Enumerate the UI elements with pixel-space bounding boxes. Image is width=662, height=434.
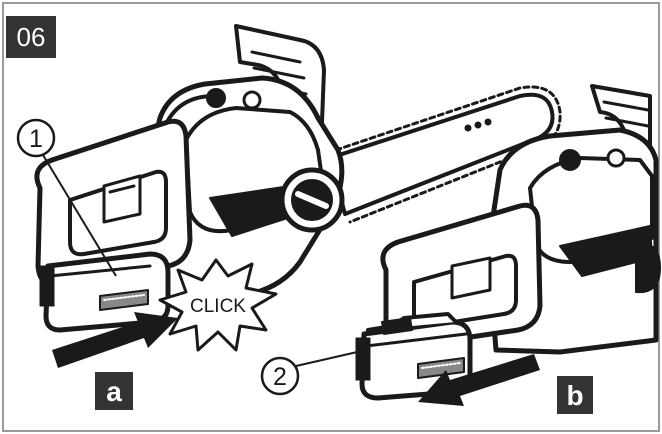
callout-2: 2: [260, 356, 300, 396]
chainsaw-a-illustration: [34, 24, 562, 333]
callout-1-leader: [39, 149, 117, 277]
step-number-badge: 06: [6, 16, 56, 58]
panel-label-b: b: [557, 376, 593, 414]
callout-1: 1: [16, 118, 56, 158]
callout-2-number: 2: [273, 363, 287, 391]
panel-label-a-text: a: [106, 376, 122, 407]
callout-2-leader: [295, 349, 367, 367]
callout-1-number: 1: [29, 125, 43, 153]
step-number: 06: [17, 22, 46, 52]
arrow-insert-icon: [52, 312, 178, 368]
saw-body: [137, 75, 345, 303]
click-burst: CLICK: [158, 258, 278, 352]
click-text: CLICK: [190, 296, 246, 317]
panel-label-b-text: b: [566, 380, 583, 411]
arrow-remove-icon: [418, 354, 540, 406]
panel-label-a: a: [95, 372, 133, 410]
